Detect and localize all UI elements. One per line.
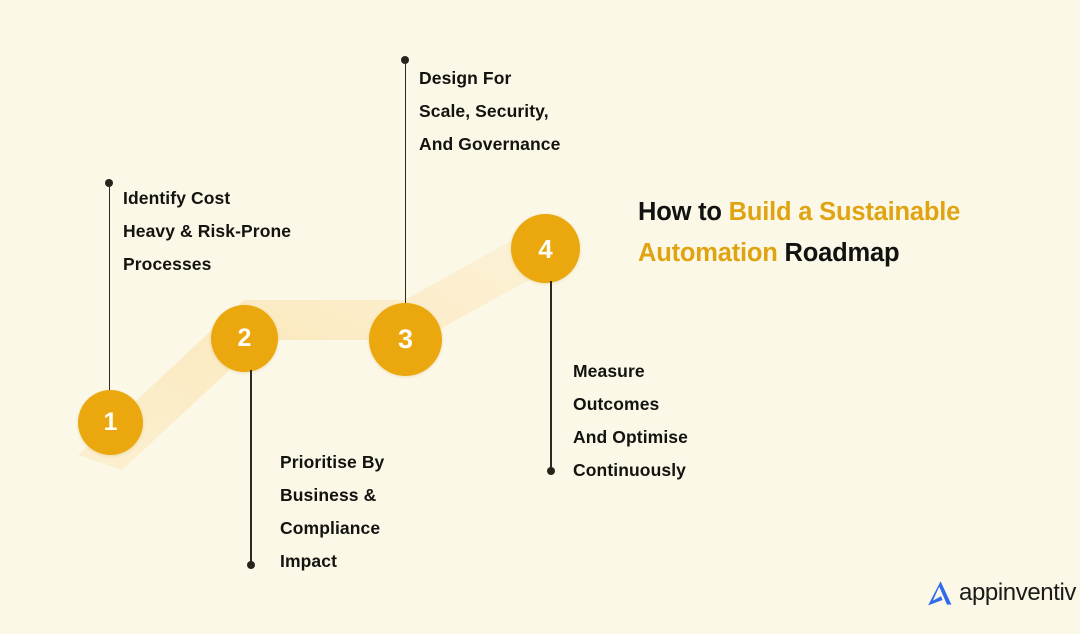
appinventiv-wordmark: appinventiv [959,579,1077,606]
appinventiv-a-mark [928,581,952,606]
step-2-text: Prioritise By Business & Compliance Impa… [280,452,385,571]
step-3-text: Design For Scale, Security, And Governan… [419,68,561,154]
step-1-node[interactable]: 1 [78,390,143,455]
step-2-endpoint-dot [247,561,255,569]
step-2-node[interactable]: 2 [211,305,278,372]
headline-accent-1: Build a Sustainable [728,198,961,226]
step-2-number: 2 [237,324,252,352]
step-4-node[interactable]: 4 [511,214,580,283]
step-1-text: Identify Cost Heavy & Risk-Prone Process… [123,188,292,274]
step-3-node[interactable]: 3 [369,303,442,376]
step-1-number: 1 [103,408,118,436]
headline-part-2: Roadmap [777,239,900,267]
step-3-number: 3 [397,324,414,354]
step-3-connector-line [404,60,407,310]
step-4-text: Measure Outcomes And Optimise Continuous… [573,361,688,480]
page-title: How to Build a Sustainable Automation Ro… [638,192,1038,274]
step-1-connector-line [108,183,111,395]
headline-part-1: How to [638,198,729,226]
step-2-connector-line [250,370,252,567]
headline-accent-2: Automation [638,239,778,267]
appinventiv-logo: appinventiv [925,578,1076,608]
step-4-number: 4 [538,233,553,264]
step-4-connector-line [550,281,552,471]
step-4-endpoint-dot [547,467,555,475]
